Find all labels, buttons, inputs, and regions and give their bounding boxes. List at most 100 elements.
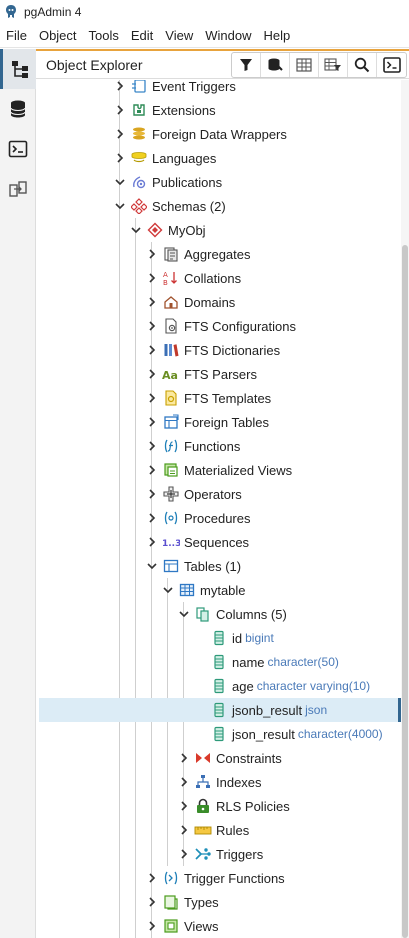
views-icon (162, 917, 180, 935)
chevron-right-icon[interactable] (145, 506, 159, 530)
tree-node-columns-5[interactable]: Columns (5) (39, 602, 401, 626)
tree-scrollbar[interactable] (401, 80, 409, 938)
chevron-right-icon[interactable] (113, 122, 127, 146)
tree-node-label: name (232, 654, 265, 670)
chevron-right-icon[interactable] (145, 386, 159, 410)
menu-object[interactable]: Object (38, 28, 77, 43)
tree-node-myobj[interactable]: MyObj (39, 218, 401, 242)
schema-diff-icon (9, 181, 27, 197)
database-icon (10, 100, 26, 118)
tree-node-foreign-tables[interactable]: Foreign Tables (39, 410, 401, 434)
chevron-right-icon[interactable] (177, 842, 191, 866)
chevron-right-icon[interactable] (113, 80, 127, 98)
chevron-right-icon[interactable] (145, 314, 159, 338)
chevron-down-icon[interactable] (129, 218, 143, 242)
chevron-right-icon[interactable] (145, 530, 159, 554)
object-explorer-tab[interactable] (0, 49, 36, 89)
tree-node-label: Trigger Functions (184, 870, 285, 886)
scrollbar-thumb[interactable] (402, 245, 408, 938)
tree-node-triggers[interactable]: Triggers (39, 842, 401, 866)
chevron-right-icon[interactable] (177, 770, 191, 794)
view-data-button[interactable] (290, 52, 319, 77)
tree-node-event-triggers[interactable]: Event Triggers (39, 80, 401, 98)
tree-node-indexes[interactable]: Indexes (39, 770, 401, 794)
tree-node-rls-policies[interactable]: RLS Policies (39, 794, 401, 818)
tree-node-domains[interactable]: Domains (39, 290, 401, 314)
query-tool-button[interactable] (261, 52, 290, 77)
menu-window[interactable]: Window (205, 28, 252, 43)
tree-node-extensions[interactable]: Extensions (39, 98, 401, 122)
chevron-down-icon[interactable] (145, 554, 159, 578)
tree-node-rules[interactable]: Rules (39, 818, 401, 842)
chevron-right-icon[interactable] (145, 266, 159, 290)
tree-node-publications[interactable]: Publications (39, 170, 401, 194)
chevron-right-icon[interactable] (177, 818, 191, 842)
tree-node-fts-dictionaries[interactable]: FTS Dictionaries (39, 338, 401, 362)
chevron-right-icon[interactable] (177, 746, 191, 770)
chevron-right-icon[interactable] (113, 98, 127, 122)
columns-icon (194, 605, 212, 623)
tree-node-operators[interactable]: Operators (39, 482, 401, 506)
schema-diff-tab[interactable] (0, 169, 36, 209)
menu-file[interactable]: File (6, 28, 27, 43)
terminal-tab[interactable] (0, 129, 36, 169)
chevron-right-icon[interactable] (145, 866, 159, 890)
chevron-right-icon[interactable] (145, 914, 159, 938)
filter-button[interactable] (232, 52, 261, 77)
chevron-right-icon[interactable] (145, 338, 159, 362)
tree-node-label: Event Triggers (152, 80, 236, 94)
tree-node-constraints[interactable]: Constraints (39, 746, 401, 770)
menu-help[interactable]: Help (263, 28, 291, 43)
chevron-right-icon[interactable] (145, 434, 159, 458)
tree-node-views[interactable]: Views (39, 914, 401, 938)
tree-node-tables-1[interactable]: Tables (1) (39, 554, 401, 578)
chevron-right-icon[interactable] (177, 794, 191, 818)
chevron-right-icon[interactable] (145, 290, 159, 314)
chevron-down-icon[interactable] (161, 578, 175, 602)
chevron-down-icon[interactable] (113, 170, 127, 194)
table-icon (178, 581, 196, 599)
chevron-right-icon[interactable] (145, 890, 159, 914)
menu-view[interactable]: View (165, 28, 194, 43)
chevron-right-icon[interactable] (145, 362, 159, 386)
chevron-right-icon[interactable] (145, 242, 159, 266)
chevron-down-icon[interactable] (177, 602, 191, 626)
tree-node-schemas-2[interactable]: Schemas (2) (39, 194, 401, 218)
tree-node-label: jsonb_result (232, 702, 303, 718)
tree-node-mytable[interactable]: mytable (39, 578, 401, 602)
filtered-rows-button[interactable] (319, 52, 348, 77)
tree-node-label: Publications (152, 174, 223, 190)
tree-node-trigger-functions[interactable]: Trigger Functions (39, 866, 401, 890)
menu-edit[interactable]: Edit (130, 28, 154, 43)
tree-node-fts-configurations[interactable]: FTS Configurations (39, 314, 401, 338)
tree-node-functions[interactable]: Functions (39, 434, 401, 458)
tree-node-languages[interactable]: Languages (39, 146, 401, 170)
triggers-icon (194, 845, 212, 863)
panel-title: Object Explorer (46, 56, 143, 73)
tree-node-aggregates[interactable]: Aggregates (39, 242, 401, 266)
psql-button[interactable] (377, 53, 406, 77)
search-button[interactable] (348, 52, 377, 77)
tree-node-materialized-views[interactable]: Materialized Views (39, 458, 401, 482)
chevron-right-icon[interactable] (145, 458, 159, 482)
tree-node-foreign-data-wrappers[interactable]: Foreign Data Wrappers (39, 122, 401, 146)
chevron-right-icon[interactable] (145, 410, 159, 434)
tree-node-fts-templates[interactable]: FTS Templates (39, 386, 401, 410)
chevron-right-icon[interactable] (113, 146, 127, 170)
tree-node-procedures[interactable]: Procedures (39, 506, 401, 530)
tree-node-label: json_result (232, 726, 295, 742)
materialized-views-icon (162, 461, 180, 479)
tree-node-types[interactable]: Types (39, 890, 401, 914)
chevron-down-icon[interactable] (113, 194, 127, 218)
menu-tools[interactable]: Tools (88, 28, 119, 43)
chevron-right-icon[interactable] (145, 482, 159, 506)
database-tab[interactable] (0, 89, 36, 129)
